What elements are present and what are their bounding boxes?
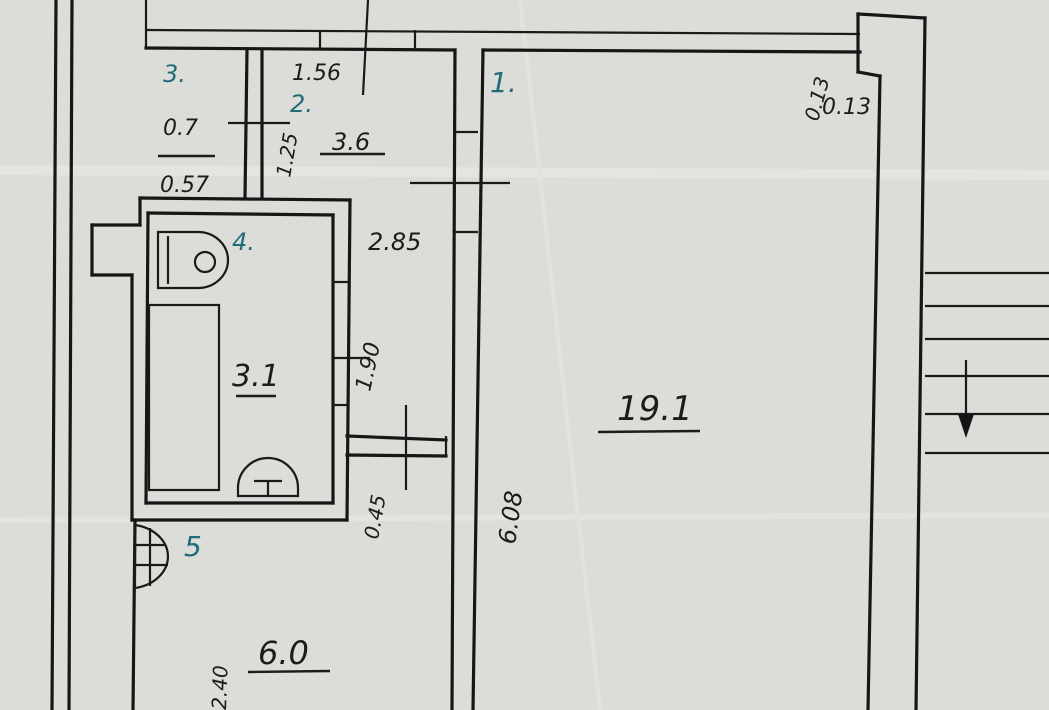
- dimension-kitchen-width: 2.40: [207, 665, 233, 710]
- sink-icon: [236, 456, 300, 498]
- room-area-5: 6.0: [258, 634, 309, 672]
- room-number-2: 2.: [290, 90, 313, 118]
- bathtub-icon: [147, 303, 221, 492]
- walls: [50, 0, 1049, 710]
- room-number-4: 4.: [232, 228, 255, 256]
- stairs-arrow-icon: [958, 360, 974, 438]
- dimension-wall-thickness-b: 0.13: [822, 95, 871, 120]
- dimension-top-width: 1.56: [292, 61, 341, 86]
- room-area-2: 3.6: [332, 128, 370, 156]
- room-number-3: 3.: [163, 60, 186, 88]
- dimension-bath-length: 1.90: [351, 340, 386, 393]
- dimension-passage-width: 0.45: [359, 493, 390, 541]
- room-area-4: 3.1: [232, 359, 280, 394]
- room-number-5: 5: [184, 530, 202, 563]
- room-number-1: 1.: [490, 66, 517, 99]
- room-area-1: 19.1: [617, 389, 693, 429]
- room-area-3-secondary: 0.57: [160, 173, 209, 198]
- toilet-icon: [156, 230, 230, 290]
- dimension-room1-height: 6.08: [493, 489, 528, 546]
- room-area-3: 0.7: [163, 116, 198, 141]
- dimension-corridor-length: 2.85: [368, 228, 421, 256]
- stove-icon: [133, 523, 170, 590]
